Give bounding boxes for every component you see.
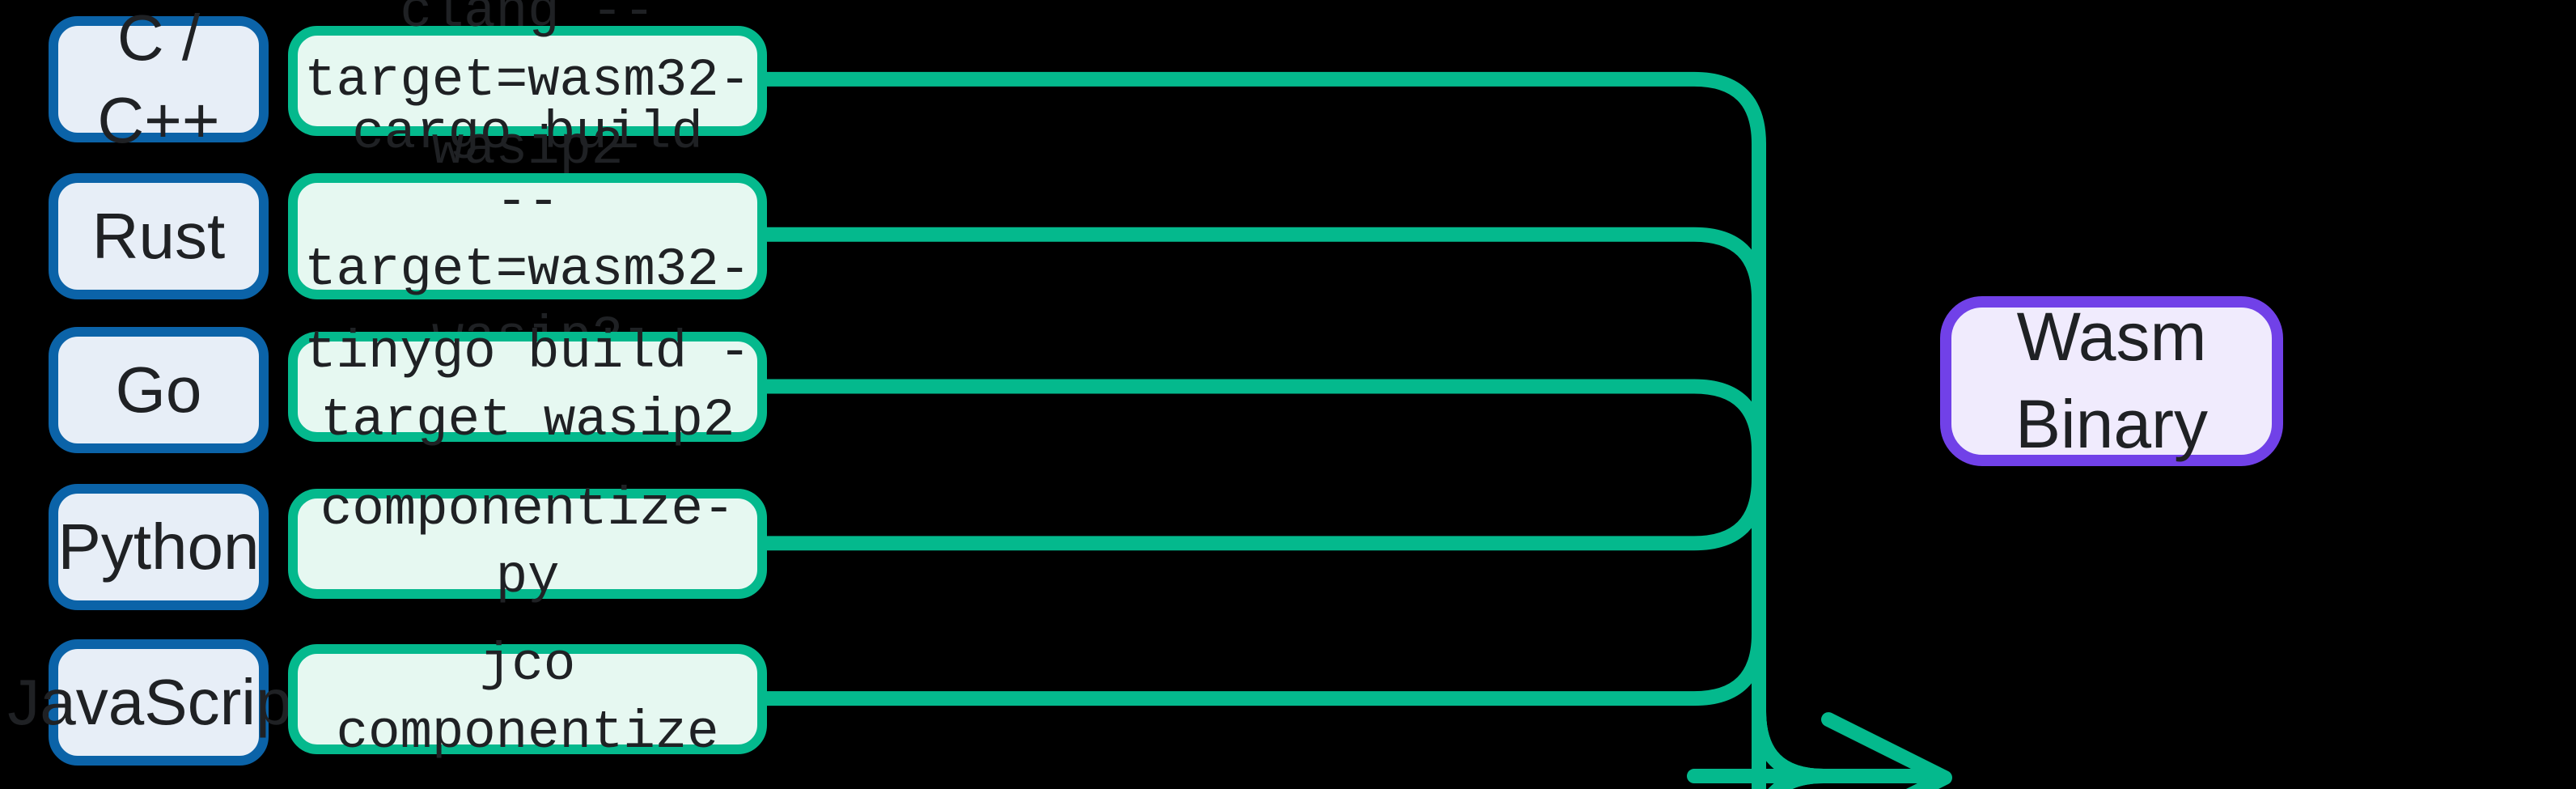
command-node-jco[interactable]: jco componentize: [288, 634, 767, 763]
command-label: tinygo build -target wasip2: [304, 321, 751, 451]
arrowhead-green-to-binary: [1821, 712, 1952, 789]
language-node-rust[interactable]: Rust: [49, 173, 269, 299]
wire-tinygo-to-trunk: [760, 379, 1831, 784]
artifact-label: Wasm Binary: [2015, 299, 2209, 462]
wire-jco-to-trunk: [760, 626, 1831, 789]
language-node-javascript[interactable]: JavaScript: [7, 639, 310, 766]
artifact-node-wasm-binary[interactable]: Wasm Binary: [1940, 296, 2283, 466]
command-label: clang --target=wasm32-wasip2: [304, 0, 751, 180]
command-node-tinygo[interactable]: tinygo build -target wasip2: [288, 322, 767, 451]
command-node-clang[interactable]: clang --target=wasm32-wasip2: [288, 0, 767, 179]
language-node-cpp[interactable]: C / C++: [49, 2, 269, 156]
command-node-cargo[interactable]: cargo build --target=wasm32-wasip2: [288, 103, 767, 368]
language-label: C / C++: [97, 1, 220, 156]
language-node-go[interactable]: Go: [49, 327, 269, 453]
language-label: Go: [115, 353, 202, 426]
command-node-componentize-py[interactable]: componentize-py: [288, 479, 767, 608]
wire-clang-to-trunk: [760, 71, 1831, 784]
command-label: componentize-py: [320, 478, 735, 608]
language-label: Rust: [91, 199, 226, 272]
wire-componentize-py-to-trunk: [760, 471, 1831, 789]
language-node-python[interactable]: Python: [49, 484, 269, 610]
command-label: jco componentize: [336, 634, 719, 763]
language-label: JavaScript: [7, 665, 310, 738]
language-label: Python: [57, 510, 260, 583]
wire-cargo-to-trunk: [760, 227, 1831, 784]
